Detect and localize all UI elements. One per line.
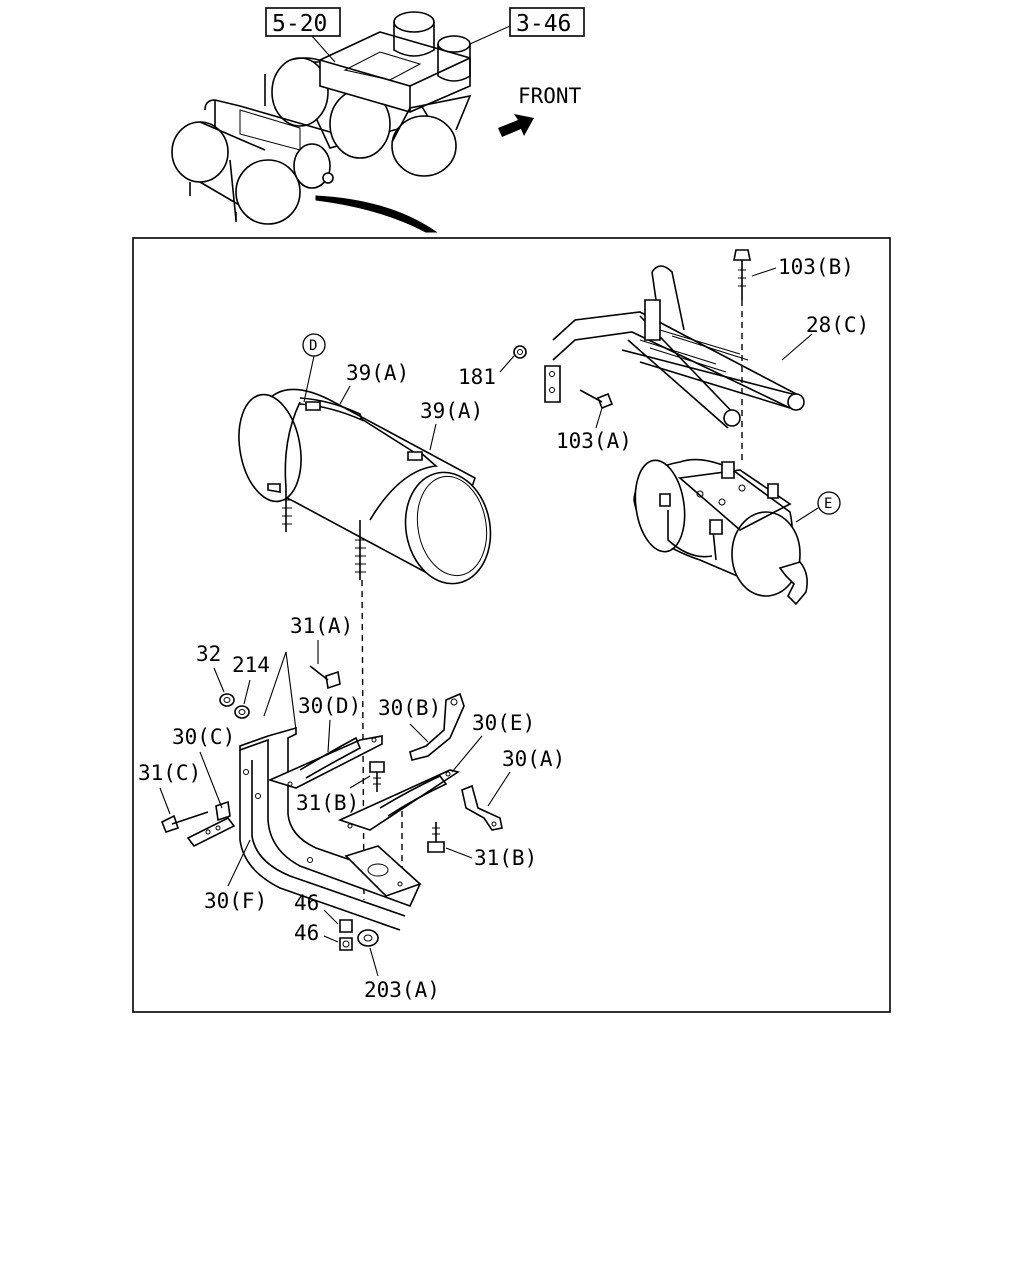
svg-text:30(E): 30(E): [472, 711, 535, 735]
svg-text:31(B): 31(B): [296, 791, 359, 815]
svg-text:103(B): 103(B): [778, 255, 854, 279]
bolt-31b-lower: [427, 822, 445, 853]
part-label-103a: 103(A): [556, 407, 632, 453]
reference-box-3-46: 3-46: [469, 7, 585, 45]
svg-text:D: D: [309, 338, 317, 354]
part-label-31c: 31(C): [138, 761, 201, 815]
svg-text:31(B): 31(B): [474, 846, 537, 870]
svg-text:30(C): 30(C): [172, 725, 235, 749]
lower-bracket-assembly: [186, 692, 503, 931]
tank-d: [238, 388, 492, 585]
circle-label-d: D: [302, 333, 326, 403]
svg-text:103(A): 103(A): [556, 429, 632, 453]
front-label: FRONT: [518, 84, 582, 108]
part-label-32: 32: [196, 642, 225, 693]
reference-label: 3-46: [516, 11, 571, 37]
svg-text:30(B): 30(B): [378, 696, 441, 720]
svg-text:28(C): 28(C): [806, 313, 869, 337]
part-label-31b-1: 31(B): [296, 775, 371, 815]
part-label-30d: 30(D): [263, 651, 361, 753]
part-label-30e: 30(E): [451, 711, 535, 773]
svg-text:39(A): 39(A): [346, 361, 409, 385]
part-label-30a: 30(A): [487, 747, 565, 807]
part-label-31b-2: 31(B): [445, 846, 537, 870]
washer-203a: [357, 929, 379, 947]
svg-text:46: 46: [294, 891, 319, 915]
part-label-214: 214: [232, 653, 270, 705]
overview-assembly: [171, 11, 472, 233]
reference-label: 5-20: [272, 11, 327, 37]
circle-label-e: E: [795, 491, 841, 523]
svg-text:31(C): 31(C): [138, 761, 201, 785]
tank-e: [633, 458, 808, 606]
washer-181: [513, 345, 527, 359]
bracket-28c: [544, 265, 805, 429]
svg-text:E: E: [824, 496, 832, 512]
bolt-31b-upper: [369, 761, 385, 792]
detail-frame: [132, 237, 891, 1013]
bolt-103a: [579, 389, 614, 410]
svg-text:32: 32: [196, 642, 221, 666]
part-label-28c: 28(C): [781, 313, 869, 361]
part-label-30b: 30(B): [378, 696, 441, 743]
svg-text:30(A): 30(A): [502, 747, 565, 771]
part-label-30f: 30(F): [204, 839, 267, 913]
part-label-181: 181: [458, 355, 515, 389]
svg-text:46: 46: [294, 921, 319, 945]
part-label-39a-1: 39(A): [339, 361, 409, 405]
part-label-31a: 31(A): [290, 614, 353, 664]
svg-text:203(A): 203(A): [364, 978, 440, 1002]
front-direction-indicator: FRONT: [498, 84, 582, 137]
part-label-39a-2: 39(A): [420, 399, 483, 451]
bolt-103b: [733, 249, 751, 300]
nuts-46: [339, 919, 353, 951]
part-label-203a: 203(A): [364, 947, 440, 1002]
nut-32: [219, 693, 235, 707]
svg-text:181: 181: [458, 365, 496, 389]
part-label-103b: 103(B): [751, 255, 854, 279]
front-arrow-icon: [498, 114, 534, 137]
washer-214: [234, 705, 250, 719]
part-label-30c: 30(C): [172, 725, 235, 809]
svg-text:30(D): 30(D): [298, 694, 361, 718]
svg-text:31(A): 31(A): [290, 614, 353, 638]
svg-text:39(A): 39(A): [420, 399, 483, 423]
part-label-46-1: 46: [294, 891, 339, 925]
alignment-line: [361, 579, 365, 901]
reference-box-5-20: 5-20: [265, 7, 341, 63]
svg-text:214: 214: [232, 653, 270, 677]
svg-text:30(F): 30(F): [204, 889, 267, 913]
bolt-31a: [309, 665, 341, 690]
bolt-31c: [160, 811, 209, 833]
part-label-46-2: 46: [294, 921, 339, 945]
